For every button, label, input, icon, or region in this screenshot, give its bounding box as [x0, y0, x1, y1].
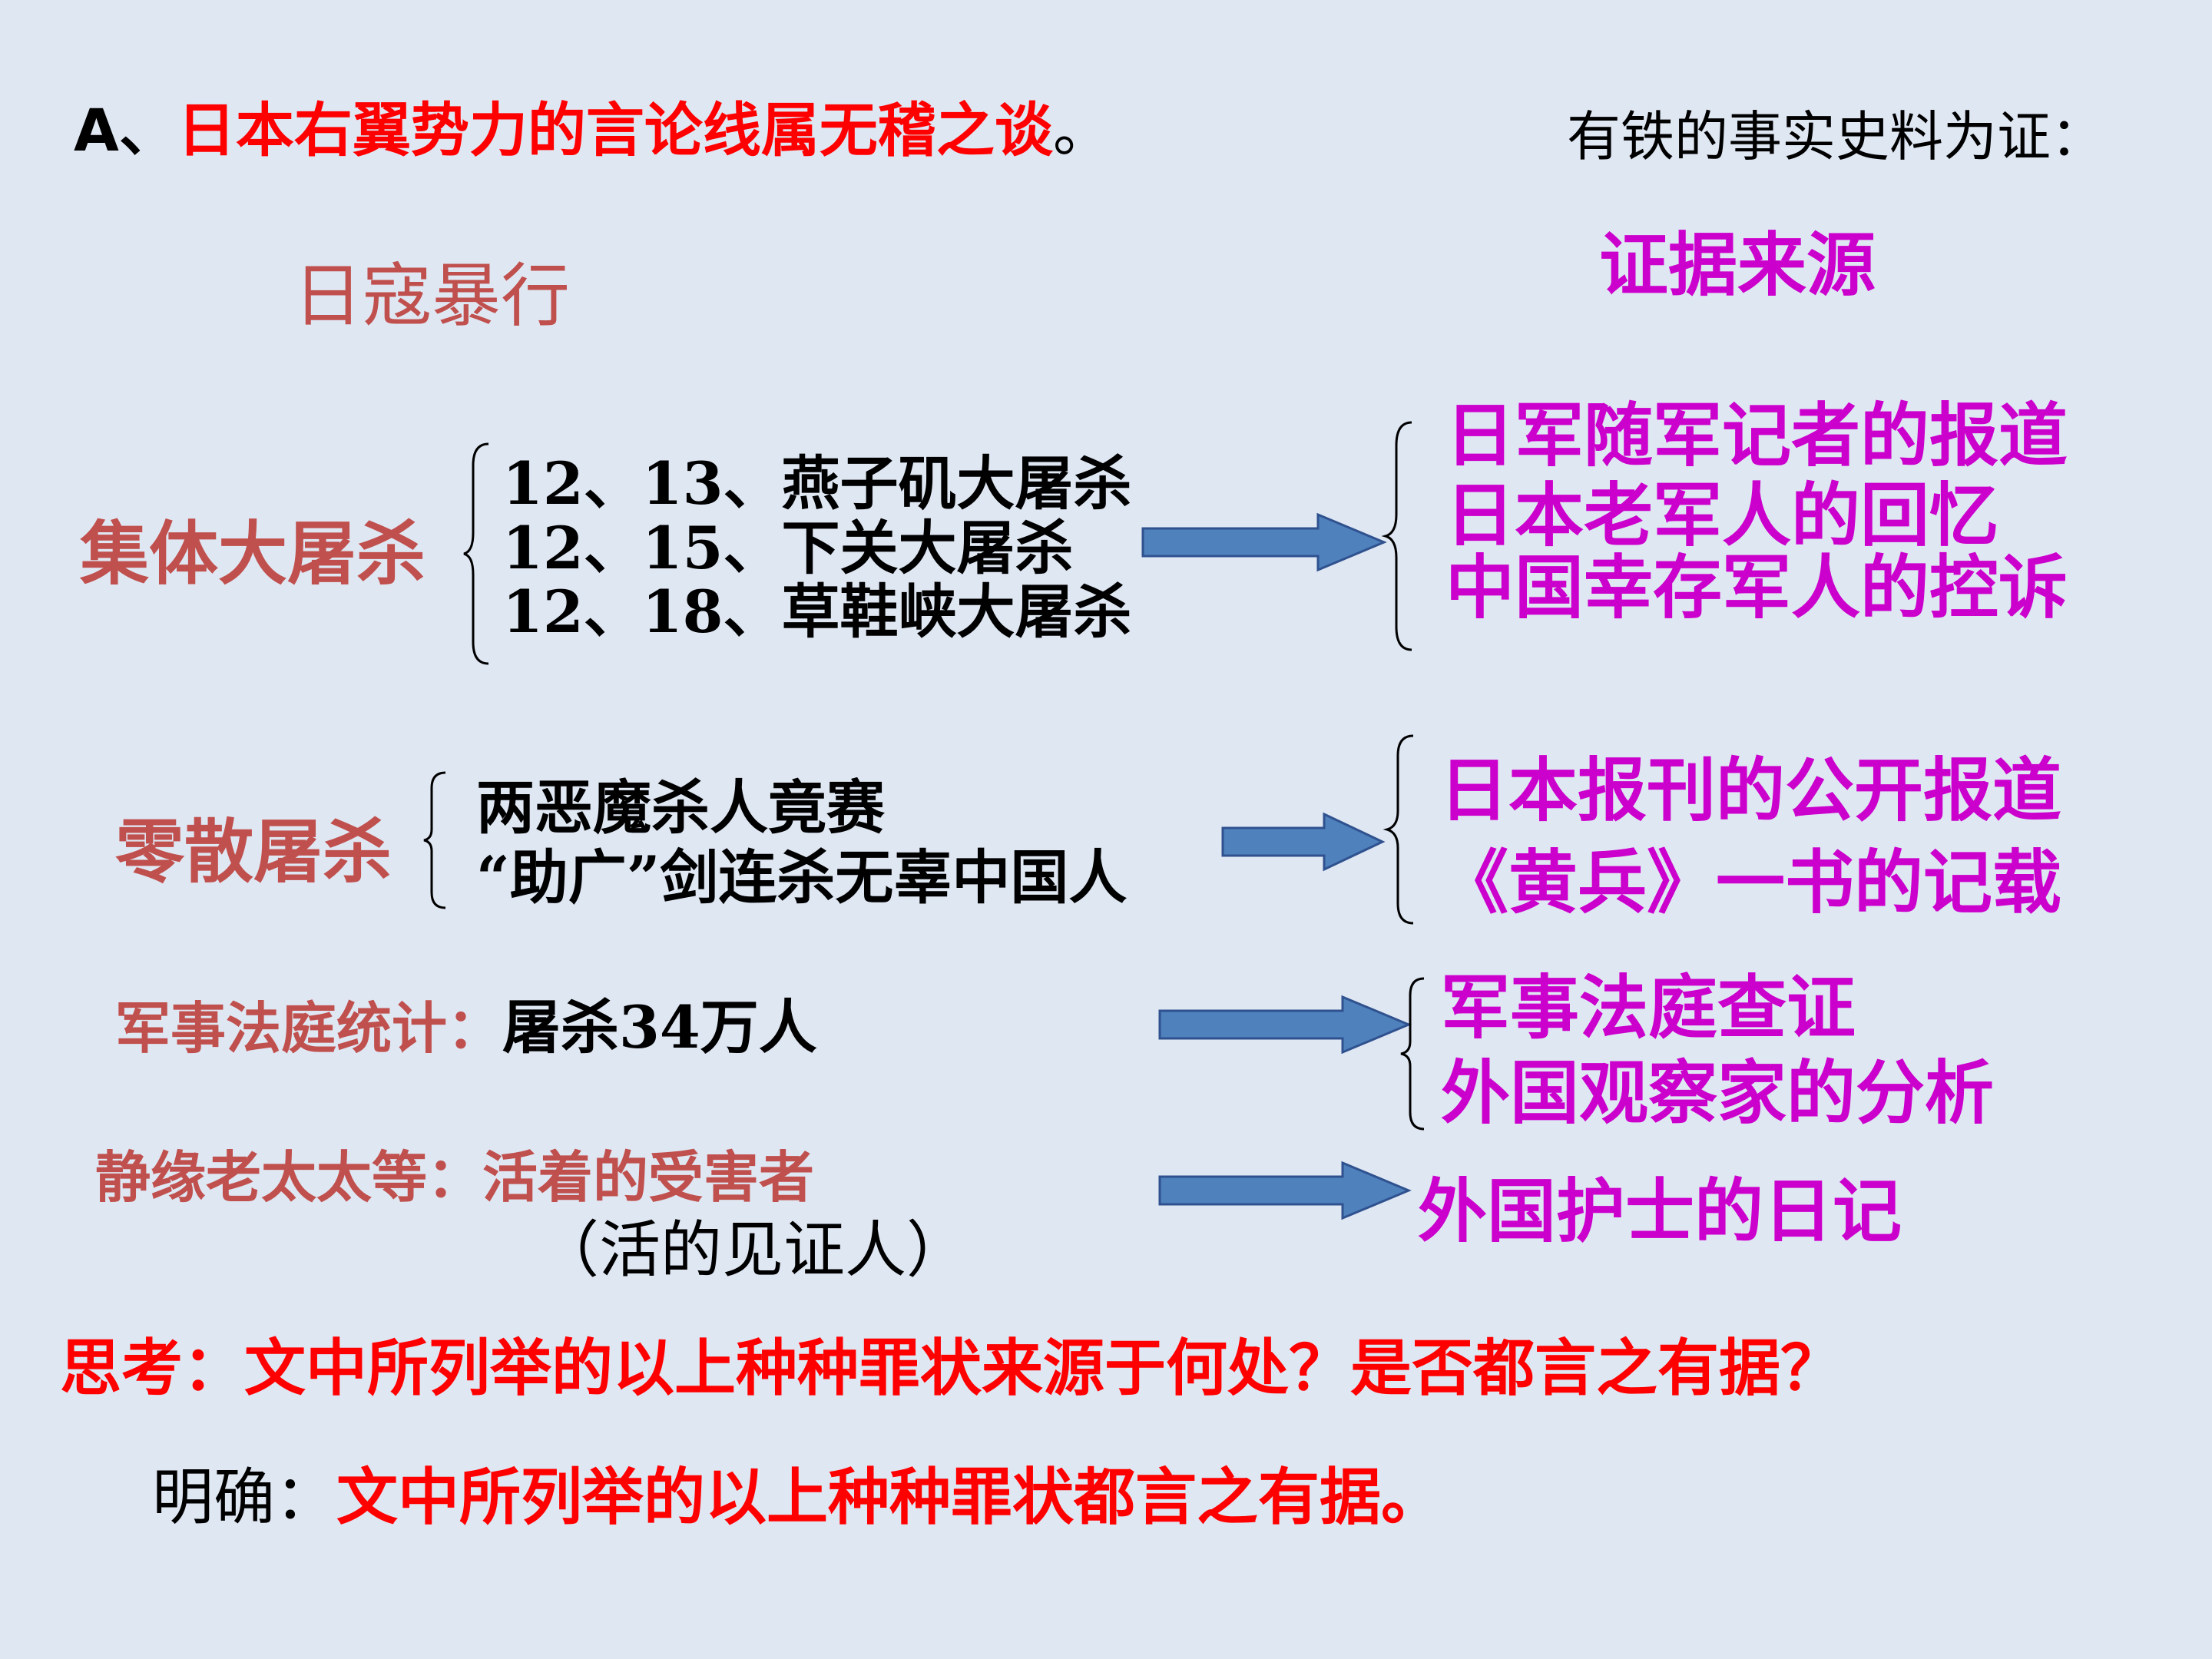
header-period: 。	[1052, 96, 1111, 164]
witness-source: 外国护士的日记	[1418, 1171, 1902, 1252]
evidence-intro: 有铁的事实史料为证：	[1567, 105, 2104, 168]
mass-item: 12、18、草鞋峡大屠杀	[502, 578, 1132, 647]
tribunal-value: 屠杀34万人	[502, 993, 817, 1061]
answer-label: 明确：	[152, 1462, 336, 1533]
source-item: 中国幸存军人的控诉	[1445, 548, 2068, 628]
witness-label: 静缘老太太等：活着的受害者	[95, 1145, 815, 1210]
header-line: A、日本右翼势力的言论线属无稽之谈。	[74, 98, 1111, 163]
tribunal-sources: 军事法庭查证 外国观察家的分析	[1441, 962, 1994, 1131]
answer-text: 文中所列举的以上种种罪状都言之有据。	[336, 1462, 1442, 1533]
tribunal-label: 军事法庭统计：	[115, 996, 503, 1061]
mass-items: 12、13、燕子矶大屠杀 12、15、下关大屠杀 12、18、草鞋峡大屠杀	[502, 452, 1132, 644]
scattered-item: “助广”剑连杀无辜中国人	[476, 843, 1128, 912]
scattered-arrow-icon	[1221, 812, 1386, 872]
source-item: 日军随军记者的报道	[1445, 396, 2068, 476]
mass-arrow-icon	[1141, 512, 1387, 572]
mass-item: 12、15、下关大屠杀	[502, 513, 1074, 582]
source-item: 军事法庭查证	[1441, 968, 1856, 1048]
source-item: 日本报刊的公开报道	[1439, 750, 2061, 831]
mass-right-brace	[1381, 421, 1412, 651]
heading-sources: 证据来源	[1599, 225, 1876, 306]
tribunal-line: 军事法庭统计：屠杀34万人	[115, 995, 817, 1060]
witness-note: （活的见证人）	[538, 1214, 968, 1286]
scattered-label: 零散屠杀	[115, 812, 392, 892]
tribunal-right-brace	[1400, 977, 1425, 1131]
mass-left-brace	[463, 442, 489, 665]
header-prefix: A、	[74, 96, 177, 164]
scattered-right-brace	[1382, 734, 1414, 925]
source-item: 日本老军人的回忆	[1445, 475, 1998, 556]
scattered-left-brace	[423, 771, 446, 909]
scattered-sources: 日本报刊的公开报道 《黄兵》一书的记载	[1439, 737, 2061, 921]
heading-atrocities: 日寇暴行	[293, 256, 570, 336]
question-text: 思考：文中所列举的以上种种罪状来源于何处？是否都言之有据？	[60, 1333, 1842, 1404]
header-claim: 日本右翼势力的言论线属无稽之谈	[177, 96, 1053, 164]
scattered-items: 两恶魔杀人竟赛 “助广”剑连杀无辜中国人	[476, 773, 1127, 912]
mass-item: 12、13、燕子矶大屠杀	[502, 449, 1132, 518]
mass-label: 集体大屠杀	[80, 514, 426, 594]
mass-sources: 日军随军记者的报道 日本老军人的回忆 中国幸存军人的控诉	[1445, 395, 2068, 623]
source-item: 《黄兵》一书的记载	[1439, 842, 2061, 923]
scattered-item: 两恶魔杀人竟赛	[476, 773, 885, 842]
source-item: 外国观察家的分析	[1441, 1052, 1994, 1134]
answer-line: 明确：文中所列举的以上种种罪状都言之有据。	[152, 1464, 1442, 1532]
tribunal-arrow-icon	[1158, 995, 1412, 1055]
witness-arrow-icon	[1158, 1161, 1412, 1220]
